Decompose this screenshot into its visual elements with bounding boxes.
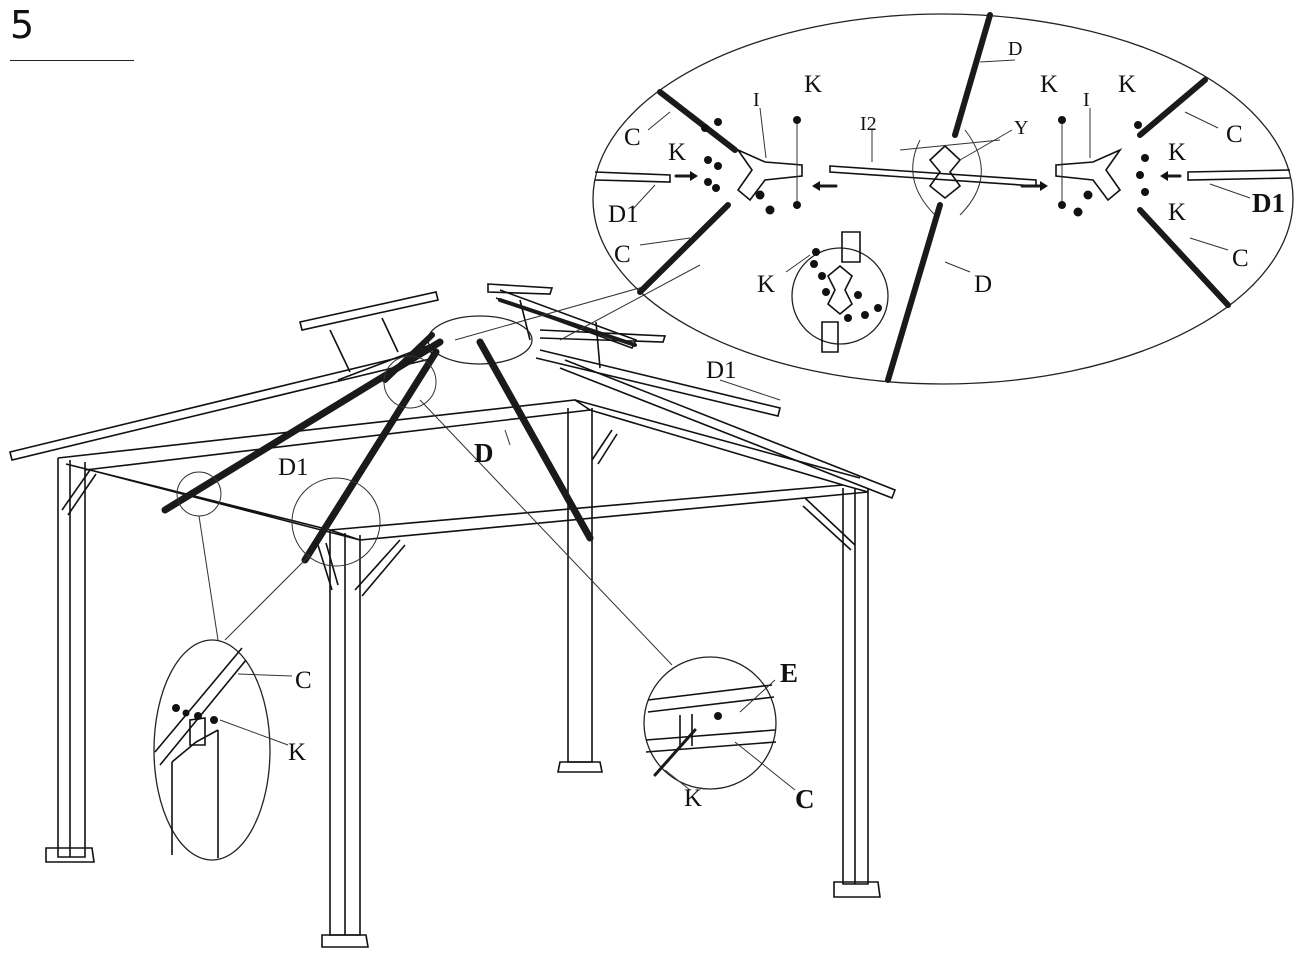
label-d1-hub-right: D1 xyxy=(1252,188,1285,218)
label-k-hub-right-top: K xyxy=(1040,71,1058,98)
label-y-hub: Y xyxy=(1014,117,1028,139)
label-k-hub-left: K xyxy=(668,139,686,166)
label-k-hub-left-top: K xyxy=(804,71,822,98)
label-k-hub-inset: K xyxy=(757,271,775,298)
label-i-hub-left: I xyxy=(753,89,760,111)
label-c-right-detail: C xyxy=(795,784,815,814)
label-d-hub-bottom: D xyxy=(974,271,992,298)
detail-e-c-k xyxy=(643,656,796,791)
corner-braces xyxy=(61,429,856,597)
label-i2-hub: I2 xyxy=(860,113,877,135)
rafters xyxy=(161,298,637,564)
callout-circle-front xyxy=(291,477,381,567)
step-rule xyxy=(10,60,134,61)
label-k-hub-right-upper: K xyxy=(1118,71,1136,98)
callout-leaders xyxy=(198,264,781,666)
label-c-hub-bottom-left: C xyxy=(614,241,631,268)
label-d-frame: D xyxy=(474,438,494,468)
post-left xyxy=(45,458,95,863)
detail-c-k xyxy=(153,639,293,861)
label-i-hub-right: I xyxy=(1083,89,1090,111)
part-labels: D1 D D1 C K E C K C K D1 C I K I2 K D Y … xyxy=(278,38,1285,814)
roof-top-frame xyxy=(299,283,667,373)
label-d1-frame: D1 xyxy=(278,454,309,481)
hub-label-leaders xyxy=(631,59,1251,273)
label-d1-roof: D1 xyxy=(706,357,737,384)
post-right xyxy=(833,488,881,898)
roof-eave xyxy=(9,344,897,500)
post-front xyxy=(321,530,369,948)
label-k-hub-right-lower: K xyxy=(1168,199,1186,226)
label-c-hub-top-right: C xyxy=(1226,121,1243,148)
top-beams xyxy=(57,399,869,541)
gazebo-frame xyxy=(9,264,897,948)
label-k-right-detail: K xyxy=(684,785,702,812)
label-e-right-detail: E xyxy=(780,658,798,688)
label-c-hub-top-left: C xyxy=(624,124,641,151)
label-c-hub-bottom-right: C xyxy=(1232,245,1249,272)
label-c-left-detail: C xyxy=(295,667,312,694)
post-back xyxy=(557,408,603,773)
detail-hub-assembly xyxy=(592,12,1294,385)
callout-circle-top xyxy=(383,355,437,409)
label-k-left-detail: K xyxy=(288,739,306,766)
label-d-hub-top: D xyxy=(1008,38,1022,60)
label-d1-hub-left: D1 xyxy=(608,201,639,228)
label-k-hub-right-middle: K xyxy=(1168,139,1186,166)
step-number: 5 xyxy=(10,3,35,47)
